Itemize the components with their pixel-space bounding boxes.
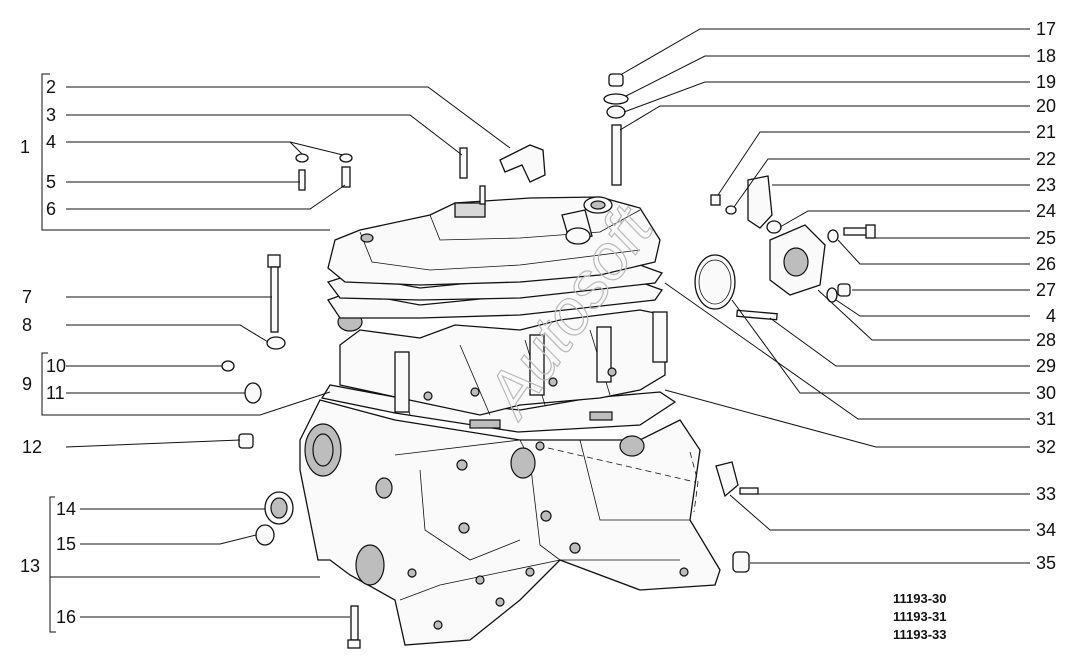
- callout-15: 15: [56, 534, 76, 554]
- valve-cover: [327, 185, 661, 286]
- callout-23: 23: [1036, 175, 1056, 195]
- callout-27: 27: [1036, 280, 1056, 300]
- callout-9: 9: [22, 374, 32, 394]
- callout-17: 17: [1036, 19, 1056, 39]
- callout-16: 16: [56, 607, 76, 627]
- drawing-code-3: 11193-33: [893, 627, 947, 642]
- callout-13: 13: [20, 556, 40, 576]
- callout-24: 24: [1036, 201, 1056, 221]
- callout-4: 4: [46, 132, 56, 152]
- callout-14: 14: [56, 499, 76, 519]
- drawing-code-1: 11193-30: [893, 591, 947, 606]
- callout-35: 35: [1036, 553, 1056, 573]
- callout-28: 28: [1036, 330, 1056, 350]
- callout-20: 20: [1036, 96, 1056, 116]
- callout-18: 18: [1036, 46, 1056, 66]
- callout-19: 19: [1036, 72, 1056, 92]
- callout-29: 29: [1036, 356, 1056, 376]
- callout-1: 1: [20, 137, 30, 157]
- drawing-code-2: 11193-31: [893, 609, 947, 624]
- right-callouts: 17 18 19 20 21 22 23 24 25 26 27 4 28 29…: [1036, 19, 1056, 573]
- callout-22: 22: [1036, 149, 1056, 169]
- callout-30: 30: [1036, 383, 1056, 403]
- callout-6: 6: [46, 199, 56, 219]
- leader-lines: [41, 28, 1030, 633]
- callout-12: 12: [22, 437, 42, 457]
- callout-7: 7: [22, 287, 32, 307]
- callout-26: 26: [1036, 254, 1056, 274]
- callout-3: 3: [46, 105, 56, 125]
- callout-4-right: 4: [1046, 306, 1056, 326]
- sensor-dash-line: [547, 447, 696, 483]
- callout-10: 10: [46, 356, 66, 376]
- callout-2: 2: [46, 77, 56, 97]
- callout-34: 34: [1036, 520, 1056, 540]
- cylinder-head: [337, 309, 668, 416]
- small-parts: [221, 73, 876, 649]
- engine-block: [299, 399, 721, 646]
- callout-5: 5: [46, 172, 56, 192]
- callout-11: 11: [46, 383, 65, 403]
- drawing-codes: 11193-30 11193-31 11193-33: [893, 591, 947, 642]
- callout-8: 8: [22, 315, 32, 335]
- left-callouts: 1 2 3 4 5 6 7 8 9 10 11 12 13 14 15 16: [20, 77, 76, 627]
- callout-31: 31: [1036, 409, 1056, 429]
- callout-21: 21: [1036, 122, 1056, 142]
- callout-25: 25: [1036, 228, 1056, 248]
- callout-33: 33: [1036, 484, 1056, 504]
- callout-32: 32: [1036, 437, 1056, 457]
- sensor-dash-arc: [689, 451, 699, 513]
